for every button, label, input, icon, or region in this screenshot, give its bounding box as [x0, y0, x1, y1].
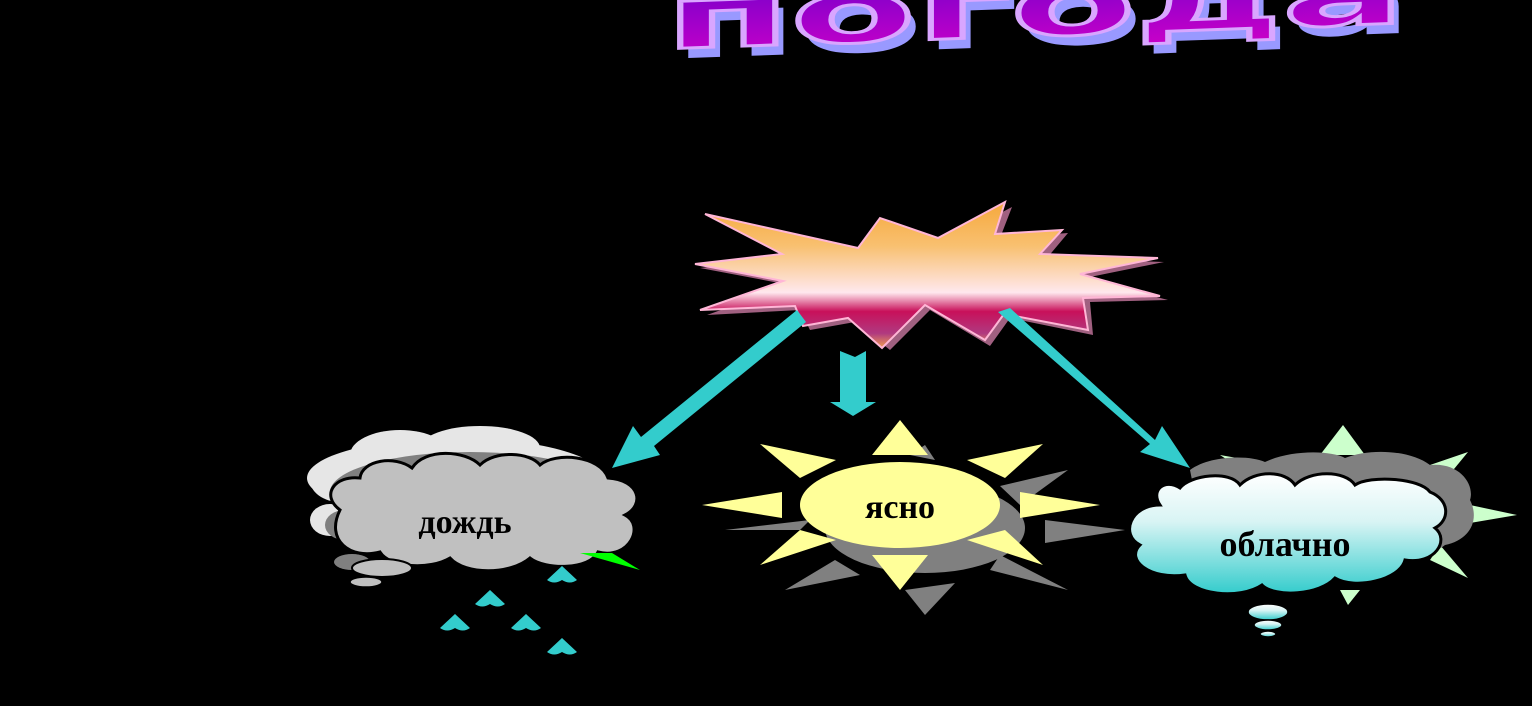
root-burst-node [694, 199, 1168, 350]
lightning-triangle [580, 553, 640, 570]
cloudy-front-cloud [1128, 472, 1448, 596]
clear-label: ясно [865, 489, 935, 526]
rain-node[interactable]: дождь [307, 426, 640, 655]
thought-bubble-1 [351, 558, 413, 578]
arrow-to-clear[interactable] [830, 351, 876, 416]
rain-label: дождь [418, 504, 511, 541]
title-wordart: погода погода [663, 0, 1413, 79]
cloudy-tail [1247, 603, 1289, 638]
cloudy-label: облачно [1220, 524, 1351, 564]
arrow-to-rain[interactable] [612, 310, 806, 468]
clear-node[interactable]: ясно [702, 420, 1125, 615]
arrow-to-cloudy[interactable] [998, 308, 1190, 468]
cloudy-node[interactable]: облачно [1128, 425, 1517, 638]
burst-shape [694, 199, 1161, 350]
sun-rays [702, 420, 1100, 590]
arrows [612, 308, 1190, 468]
sun-body [800, 462, 1000, 548]
rain-drops [440, 566, 577, 655]
thought-bubble-2 [349, 576, 383, 588]
rain-cloud-front [329, 451, 639, 573]
